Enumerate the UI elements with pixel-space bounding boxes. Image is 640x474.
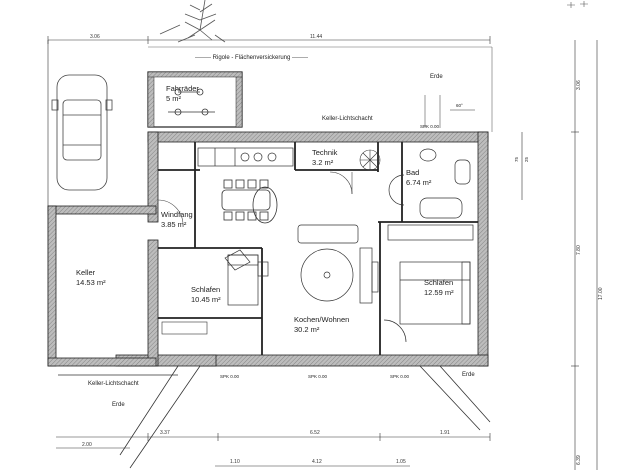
bed-right — [383, 224, 474, 343]
room-area-fahrrader: 5 m² — [166, 94, 182, 103]
bathroom-fixtures — [388, 148, 471, 219]
slope-lines — [58, 365, 491, 469]
dim-right-1: 3.06 — [576, 80, 582, 90]
dim-bottom-b2: 4.12 — [312, 459, 322, 465]
outer-walls — [115, 131, 489, 367]
erde-left-label: Erde — [112, 402, 125, 408]
car-drawing — [51, 74, 113, 191]
spk-top: SPK 0.00 — [420, 124, 440, 129]
room-area-schlafen-right: 12.59 m² — [424, 288, 454, 297]
room-name-keller: Keller — [76, 268, 96, 277]
dim-small-2: 75 — [514, 156, 519, 162]
dim-right-3: 17.00 — [598, 287, 604, 300]
dim-bottom-2: 6.52 — [310, 430, 320, 436]
spk-b2: SPK 0.00 — [308, 374, 328, 379]
dim-bottom-left: 2.00 — [82, 442, 92, 448]
spk-b3: SPK 0.00 — [390, 374, 410, 379]
room-area-kochen: 30.2 m² — [294, 325, 320, 334]
room-name-technik: Technik — [312, 148, 338, 157]
right-dimension-line — [521, 40, 598, 470]
spiral-stair — [359, 149, 381, 171]
bed-left — [224, 249, 269, 306]
dim-small-3: 25 — [524, 156, 529, 162]
interior-walls — [158, 142, 478, 355]
dining-table — [221, 179, 278, 224]
dim-right-4: 6.39 — [576, 455, 582, 465]
keller-walls — [47, 205, 157, 367]
room-name-windfang: Windfang — [161, 210, 193, 219]
bike-shed — [147, 71, 243, 128]
room-area-bad: 6.74 m² — [406, 178, 432, 187]
room-area-schlafen-left: 10.45 m² — [191, 295, 221, 304]
rigole-label: -------- Rigole - Flächenversickerung --… — [195, 55, 308, 61]
room-name-schlafen-right: Schlafen — [424, 278, 453, 287]
dim-small-1: 60° — [456, 103, 463, 108]
room-area-technik: 3.2 m² — [312, 158, 334, 167]
bottom-dimension-line — [56, 433, 491, 467]
spk-b1: SPK 0.00 — [220, 374, 240, 379]
top-dimension-line — [47, 36, 491, 44]
room-area-keller: 14.53 m² — [76, 278, 106, 287]
kitchen-counter — [197, 147, 294, 167]
door-swing-windfang — [157, 199, 184, 226]
living-furniture — [297, 224, 379, 304]
dim-bottom-1: 3.37 — [160, 430, 170, 436]
wardrobe-left — [161, 321, 208, 335]
dim-bottom-b1: 1.10 — [230, 459, 240, 465]
corner-marks — [567, 1, 588, 8]
room-area-windfang: 3.85 m² — [161, 220, 187, 229]
dim-right-2: 7.80 — [576, 245, 582, 255]
upper-dims — [424, 95, 475, 128]
keller-lichtschacht-top-label: Keller-Lichtschacht — [322, 116, 373, 122]
door-swing-technik — [329, 171, 353, 195]
erde-right-label: Erde — [462, 372, 475, 378]
room-name-fahrrader: Fahrräder — [166, 84, 199, 93]
room-name-schlafen-left: Schlafen — [191, 285, 220, 294]
dim-top-left: 3.06 — [90, 34, 100, 40]
tree-sketch — [159, 0, 226, 43]
room-name-bad: Bad — [406, 168, 419, 177]
dim-bottom-3: 1.91 — [440, 430, 450, 436]
dim-bottom-b3: 1.05 — [396, 459, 406, 465]
room-name-kochen: Kochen/Wohnen — [294, 315, 349, 324]
keller-lichtschacht-bottom-label: Keller-Lichtschacht — [88, 381, 139, 387]
erde-top-label: Erde — [430, 74, 443, 80]
dim-top-right: 11.44 — [310, 34, 322, 40]
